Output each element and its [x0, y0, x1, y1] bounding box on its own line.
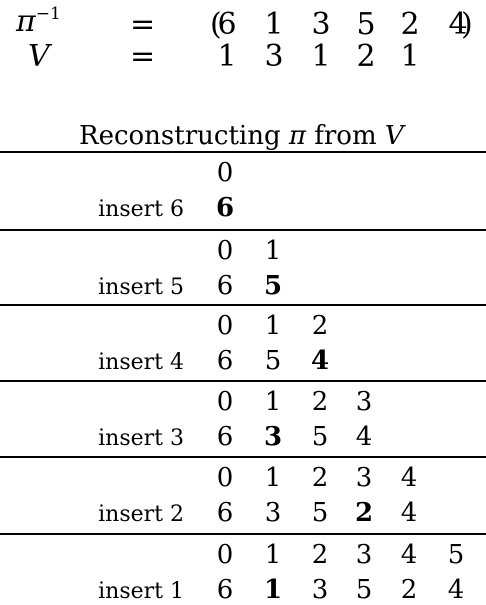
position-index: 0	[216, 236, 234, 266]
step-label: insert 5	[98, 275, 184, 300]
title-v: V	[384, 121, 404, 151]
sequence-value: 6	[216, 271, 234, 301]
title-pi: π	[288, 121, 306, 151]
position-index: 0	[216, 387, 234, 417]
inserted-value: 4	[310, 346, 330, 376]
position-index: 0	[216, 463, 234, 493]
table-rule	[0, 304, 486, 306]
v-value: 2	[356, 39, 376, 74]
pi-inverse-value: 2	[400, 7, 420, 42]
step-label: insert 1	[98, 579, 184, 604]
sequence-value: 6	[216, 346, 234, 376]
pi-symbol: π	[16, 4, 36, 39]
sequence-value: 2	[400, 575, 418, 605]
v-equals: =	[130, 39, 156, 74]
table-rule	[0, 380, 486, 382]
inserted-value: 3	[263, 422, 283, 452]
position-index: 4	[400, 540, 418, 570]
sequence-value: 6	[216, 498, 234, 528]
sequence-value: 5	[311, 498, 329, 528]
pi-inverse-close-paren: )	[461, 7, 473, 42]
position-index: 1	[264, 311, 282, 341]
position-index: 0	[216, 158, 234, 188]
pi-inverse-value: 6	[217, 7, 237, 42]
sequence-value: 3	[311, 575, 329, 605]
pi-inverse-value: 1	[264, 7, 284, 42]
v-symbol: V	[28, 39, 50, 74]
table-rule	[0, 456, 486, 458]
pi-inverse-symbol: π−1	[16, 6, 61, 37]
sequence-value: 5	[311, 422, 329, 452]
table-rule	[0, 229, 486, 231]
sequence-value: 4	[447, 575, 465, 605]
pi-inverse-value: 4	[448, 7, 468, 42]
title-text: Reconstructing	[79, 121, 281, 151]
table-rule	[0, 151, 486, 153]
v-value: 1	[311, 39, 331, 74]
pi-inverse-open-paren: (	[210, 7, 222, 42]
sequence-value: 5	[264, 346, 282, 376]
sequence-value: 3	[264, 498, 282, 528]
position-index: 3	[355, 387, 373, 417]
position-index: 1	[264, 236, 282, 266]
step-label: insert 3	[98, 426, 184, 451]
pi-inverse-value: 3	[311, 7, 331, 42]
position-index: 3	[355, 540, 373, 570]
pi-inverse-value: 5	[356, 7, 376, 42]
pi-inverse-equals: =	[130, 7, 156, 42]
position-index: 1	[264, 387, 282, 417]
position-index: 1	[264, 540, 282, 570]
sequence-value: 4	[400, 498, 418, 528]
step-label: insert 4	[98, 350, 184, 375]
position-index: 5	[447, 540, 465, 570]
position-index: 0	[216, 540, 234, 570]
sequence-value: 4	[355, 422, 373, 452]
inserted-value: 6	[215, 193, 235, 223]
v-value: 1	[400, 39, 420, 74]
sequence-value: 6	[216, 422, 234, 452]
inserted-value: 2	[354, 498, 374, 528]
table-rule	[0, 533, 486, 535]
step-label: insert 2	[98, 502, 184, 527]
inserted-value: 1	[263, 575, 283, 605]
position-index: 2	[311, 311, 329, 341]
position-index: 2	[311, 387, 329, 417]
position-index: 4	[400, 463, 418, 493]
position-index: 2	[311, 463, 329, 493]
position-index: 0	[216, 311, 234, 341]
step-label: insert 6	[98, 197, 184, 222]
v-value: 3	[264, 39, 284, 74]
inserted-value: 5	[263, 271, 283, 301]
sequence-value: 5	[355, 575, 373, 605]
title-from: from	[314, 121, 377, 151]
position-index: 2	[311, 540, 329, 570]
v-value: 1	[217, 39, 237, 74]
sequence-value: 6	[216, 575, 234, 605]
table-title: Reconstructing π from V	[79, 123, 404, 149]
inverse-exponent: −1	[35, 4, 61, 24]
position-index: 3	[355, 463, 373, 493]
position-index: 1	[264, 463, 282, 493]
